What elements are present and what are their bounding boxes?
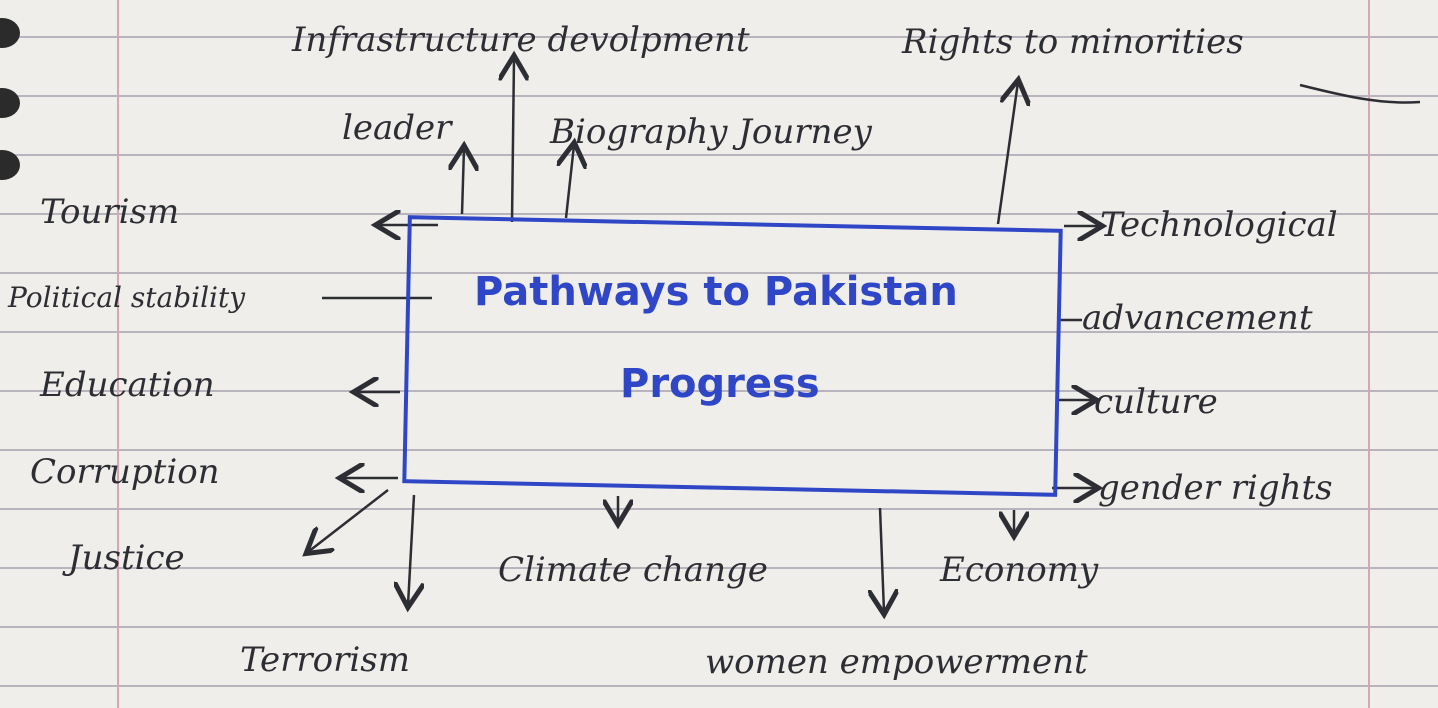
central-box bbox=[402, 215, 1063, 497]
node-technological: Technological bbox=[1100, 205, 1338, 245]
node-terrorism: Terrorism bbox=[240, 640, 410, 680]
node-leader: leader bbox=[342, 108, 452, 148]
margin-line-left bbox=[117, 0, 119, 708]
arrow-infrastructure bbox=[512, 58, 514, 223]
node-biography: Biography Journey bbox=[550, 112, 872, 152]
central-title-line2: Progress bbox=[620, 361, 820, 407]
node-political-stability: Political stability bbox=[8, 281, 246, 314]
margin-line-right bbox=[1368, 0, 1370, 708]
node-women-empowerment: women empowerment bbox=[705, 642, 1088, 682]
binder-hole bbox=[0, 18, 20, 48]
node-culture: culture bbox=[1094, 382, 1218, 422]
node-rights-minorities: Rights to minorities bbox=[902, 22, 1244, 62]
node-advancement: advancement bbox=[1082, 298, 1313, 338]
binder-hole bbox=[0, 150, 20, 180]
arrow-biography bbox=[566, 145, 574, 219]
binder-hole bbox=[0, 88, 20, 118]
node-gender-rights: gender rights bbox=[1098, 468, 1333, 508]
arrow-rights bbox=[996, 82, 1018, 225]
node-education: Education bbox=[40, 365, 215, 405]
arrow-women bbox=[880, 507, 884, 612]
underline-curl bbox=[1299, 83, 1421, 104]
node-economy: Economy bbox=[940, 550, 1099, 590]
node-justice: Justice bbox=[68, 538, 185, 578]
node-tourism: Tourism bbox=[40, 192, 180, 232]
central-title-line1: Pathways to Pakistan bbox=[474, 269, 958, 315]
node-corruption: Corruption bbox=[30, 452, 220, 492]
arrow-terrorism bbox=[408, 494, 414, 605]
node-infrastructure: Infrastructure devolpment bbox=[292, 20, 750, 60]
arrow-leader bbox=[462, 148, 464, 215]
node-climate-change: Climate change bbox=[498, 550, 768, 590]
arrow-justice bbox=[308, 489, 389, 552]
